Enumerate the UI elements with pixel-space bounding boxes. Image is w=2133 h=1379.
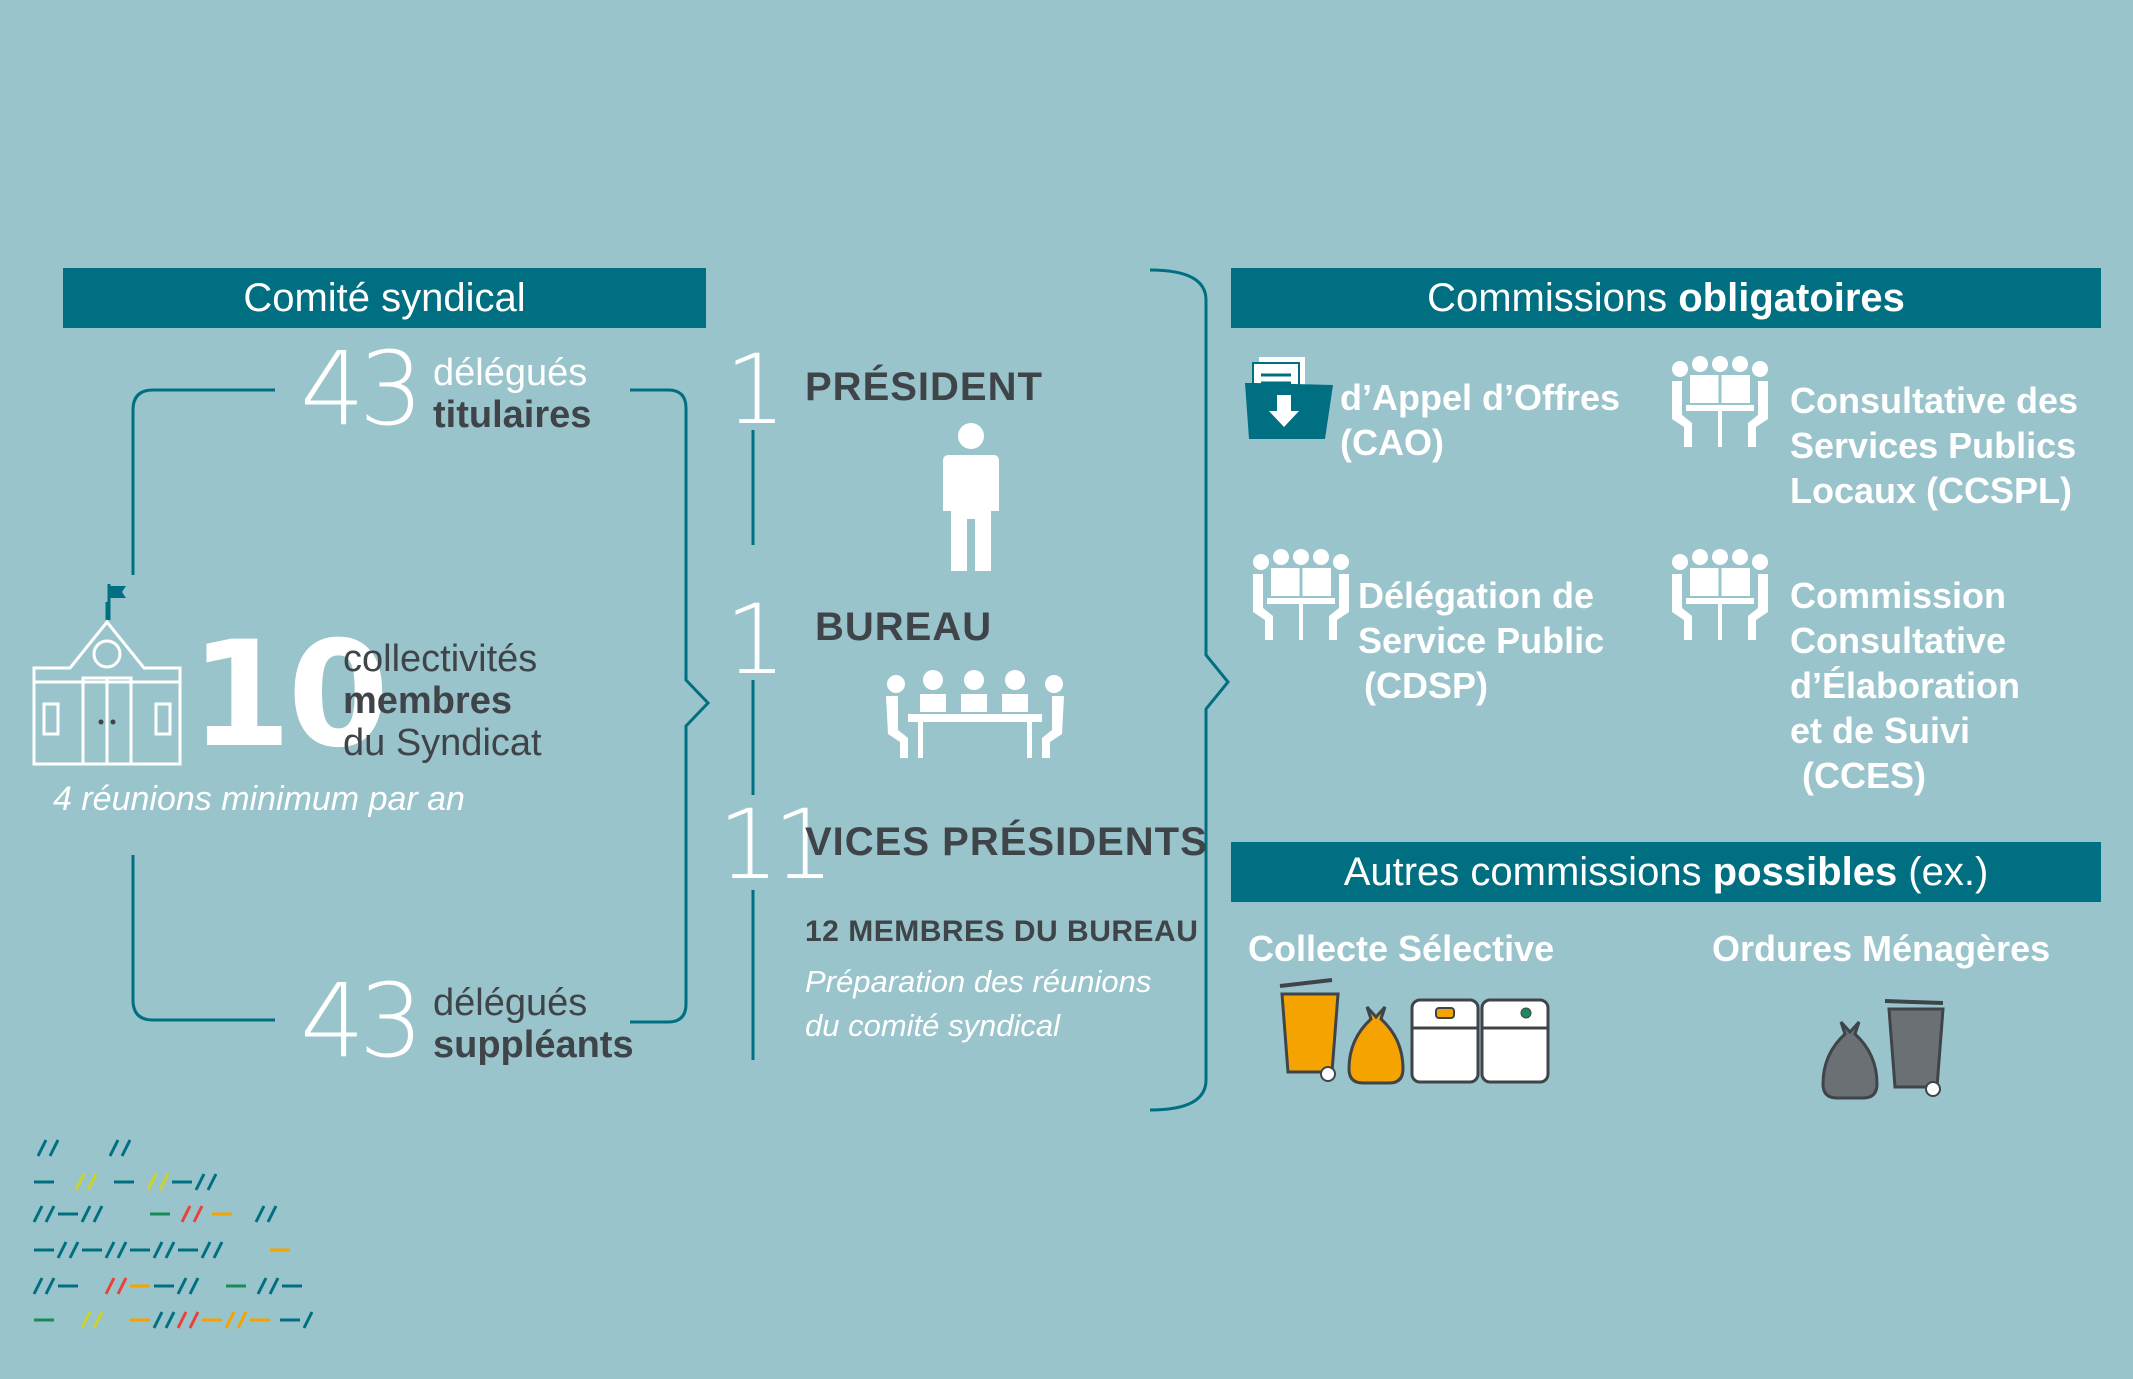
cces-line1: Commission xyxy=(1790,575,2007,616)
autres-commissions-header: Autres commissions possibles (ex.) xyxy=(1231,842,2101,902)
titulaires-line2: titulaires xyxy=(433,394,592,436)
collectivites-line2: membres xyxy=(343,680,512,722)
ordures-menageres-label: Ordures Ménagères xyxy=(1712,928,2051,969)
collectivites-line3: du Syndicat xyxy=(343,722,542,764)
collecte-selective-label: Collecte Sélective xyxy=(1248,928,1555,969)
vices-number: 11 xyxy=(718,789,834,901)
person-icon xyxy=(943,423,999,571)
collectivites-label: collectivités membres du Syndicat xyxy=(343,638,542,764)
ccspl-line2: Services Publics xyxy=(1790,425,2077,466)
bin-icon xyxy=(1279,978,1340,1082)
trash-bag-icon xyxy=(1347,1005,1405,1085)
commissions-header-bold: obligatoires xyxy=(1678,276,1905,320)
ccspl-line3: Locaux (CCSPL) xyxy=(1790,470,2073,511)
meeting-table-icon xyxy=(886,670,1064,758)
bin-icon xyxy=(1884,999,1945,1097)
autres-header-regular: Autres commissions xyxy=(1343,850,1713,894)
cao-line1: d’Appel d’Offres xyxy=(1340,377,1621,418)
reunions-text: 4 réunions minimum par an xyxy=(53,780,465,818)
membres-bureau: 12 MEMBRES DU BUREAU xyxy=(805,915,1199,948)
town-hall-icon xyxy=(32,584,182,766)
suppleants-line2: suppléants xyxy=(433,1024,634,1066)
suppleants-line1: délégués xyxy=(433,982,588,1024)
ccspl-line1: Consultative des xyxy=(1790,380,2079,421)
cao-label: d’Appel d’Offres (CAO) xyxy=(1340,375,1620,465)
cces-line3: d’Élaboration xyxy=(1790,665,2021,706)
cces-line2: Consultative xyxy=(1790,620,2007,661)
comite-syndical-title: Comité syndical xyxy=(243,276,526,320)
autres-header-bold: possibles xyxy=(1712,850,1898,894)
cdsp-line2: Service Public xyxy=(1358,620,1605,661)
ccspl-label: Consultative des Services Publics Locaux… xyxy=(1790,378,2078,513)
commissions-header-regular: Commissions xyxy=(1427,276,1679,320)
titulaires-label: délégués titulaires xyxy=(433,352,591,436)
suppleants-label: délégués suppléants xyxy=(433,982,634,1066)
cdsp-label: Délégation de Service Public (CDSP) xyxy=(1358,573,1604,708)
cces-line4: et de Suivi xyxy=(1790,710,1971,751)
cces-label: Commission Consultative d’Élaboration et… xyxy=(1790,573,2020,798)
cdsp-line3: (CDSP) xyxy=(1364,665,1488,706)
president-number: 1 xyxy=(725,334,786,446)
collectivites-number: 10 xyxy=(190,610,389,780)
meeting-people-icon xyxy=(1672,549,1768,640)
container-icon xyxy=(1410,998,1550,1084)
bureau-label: BUREAU xyxy=(815,605,993,649)
preparation-line1: Préparation des réunions xyxy=(805,964,1152,999)
cao-line2: (CAO) xyxy=(1340,422,1444,463)
preparation-line2: du comité syndical xyxy=(805,1008,1061,1043)
commissions-obligatoires-header: Commissions obligatoires xyxy=(1231,268,2101,328)
titulaires-number: 43 xyxy=(300,330,424,449)
titulaires-line1: délégués xyxy=(433,352,588,394)
decorative-pattern xyxy=(32,1139,314,1329)
trash-bag-icon xyxy=(1821,1020,1879,1100)
bureau-number: 1 xyxy=(725,584,786,696)
preparation-text: Préparation des réunions du comité syndi… xyxy=(805,960,1151,1048)
suppleants-number: 43 xyxy=(300,962,424,1081)
vices-label: VICES PRÉSIDENTS xyxy=(805,820,1208,864)
cdsp-line1: Délégation de xyxy=(1358,575,1595,616)
comite-syndical-header: Comité syndical xyxy=(63,268,706,328)
meeting-people-icon xyxy=(1253,549,1349,640)
collectivites-line1: collectivités xyxy=(343,638,538,680)
autres-header-suffix: (ex.) xyxy=(1897,850,1989,894)
document-download-icon xyxy=(1245,357,1333,439)
cces-line5: (CCES) xyxy=(1802,755,1926,796)
president-label: PRÉSIDENT xyxy=(805,365,1043,409)
meeting-people-icon xyxy=(1672,356,1768,447)
